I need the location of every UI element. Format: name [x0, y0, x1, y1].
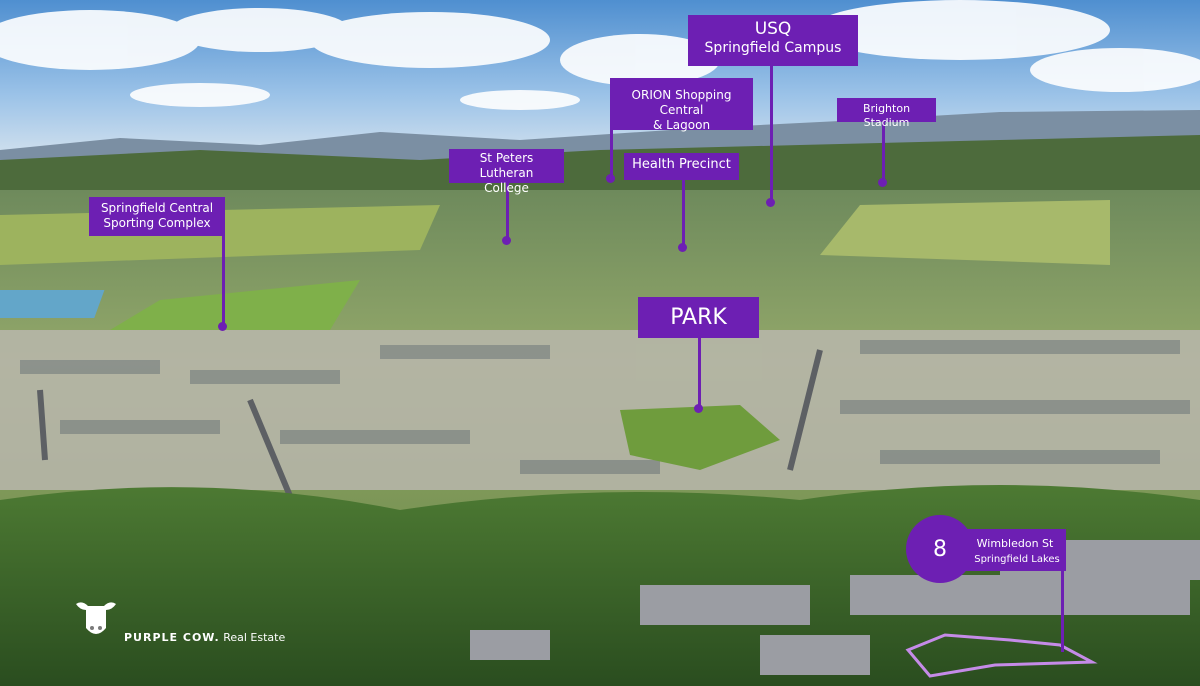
orion-pin — [610, 130, 613, 178]
property-badge: 8 Wimbledon St Springfield Lakes — [906, 515, 1066, 583]
park-dot — [694, 404, 703, 413]
usq-dot — [766, 198, 775, 207]
property-suburb: Springfield Lakes — [974, 554, 1060, 565]
usq-pin — [770, 66, 773, 202]
health-pin — [682, 178, 685, 248]
health-dot — [678, 243, 687, 252]
brand-suffix: Real Estate — [223, 631, 286, 644]
label-sporting-line2: Sporting Complex — [103, 216, 211, 230]
label-st-peters-line2: Lutheran College — [479, 166, 534, 195]
property-number-circle: 8 — [906, 515, 974, 583]
label-sporting: Springfield Central Sporting Complex — [89, 197, 225, 236]
label-orion: ORION Shopping Central & Lagoon — [610, 78, 753, 132]
brighton-pin — [882, 122, 885, 182]
label-sporting-line1: Springfield Central — [100, 201, 214, 215]
label-usq-subtitle: Springfield Campus — [704, 40, 842, 57]
label-park: PARK — [638, 297, 759, 338]
property-number: 8 — [933, 536, 947, 562]
orion-dot — [606, 174, 615, 183]
sporting-dot — [218, 322, 227, 331]
label-health: Health Precinct — [624, 153, 739, 180]
label-st-peters-line1: St Peters — [479, 151, 534, 165]
label-orion-line1: ORION Shopping Central — [631, 88, 732, 117]
cow-head-logo-icon — [76, 602, 116, 634]
property-pin — [1061, 530, 1064, 652]
st-peters-dot — [502, 236, 511, 245]
sporting-pin — [222, 235, 225, 327]
label-usq-title: USQ — [754, 19, 792, 39]
property-street: Wimbledon St — [976, 537, 1054, 550]
park-pin — [698, 338, 701, 408]
label-usq: USQ Springfield Campus — [688, 15, 858, 66]
brand-name: PURPLE COW. — [124, 631, 220, 644]
st-peters-pin — [506, 180, 509, 240]
brand-text: PURPLE COW. Real Estate — [124, 631, 285, 644]
label-orion-line2: & Lagoon — [652, 118, 711, 132]
brighton-dot — [878, 178, 887, 187]
label-brighton: Brighton Stadium — [837, 98, 936, 129]
label-st-peters: St Peters Lutheran College — [449, 149, 564, 195]
